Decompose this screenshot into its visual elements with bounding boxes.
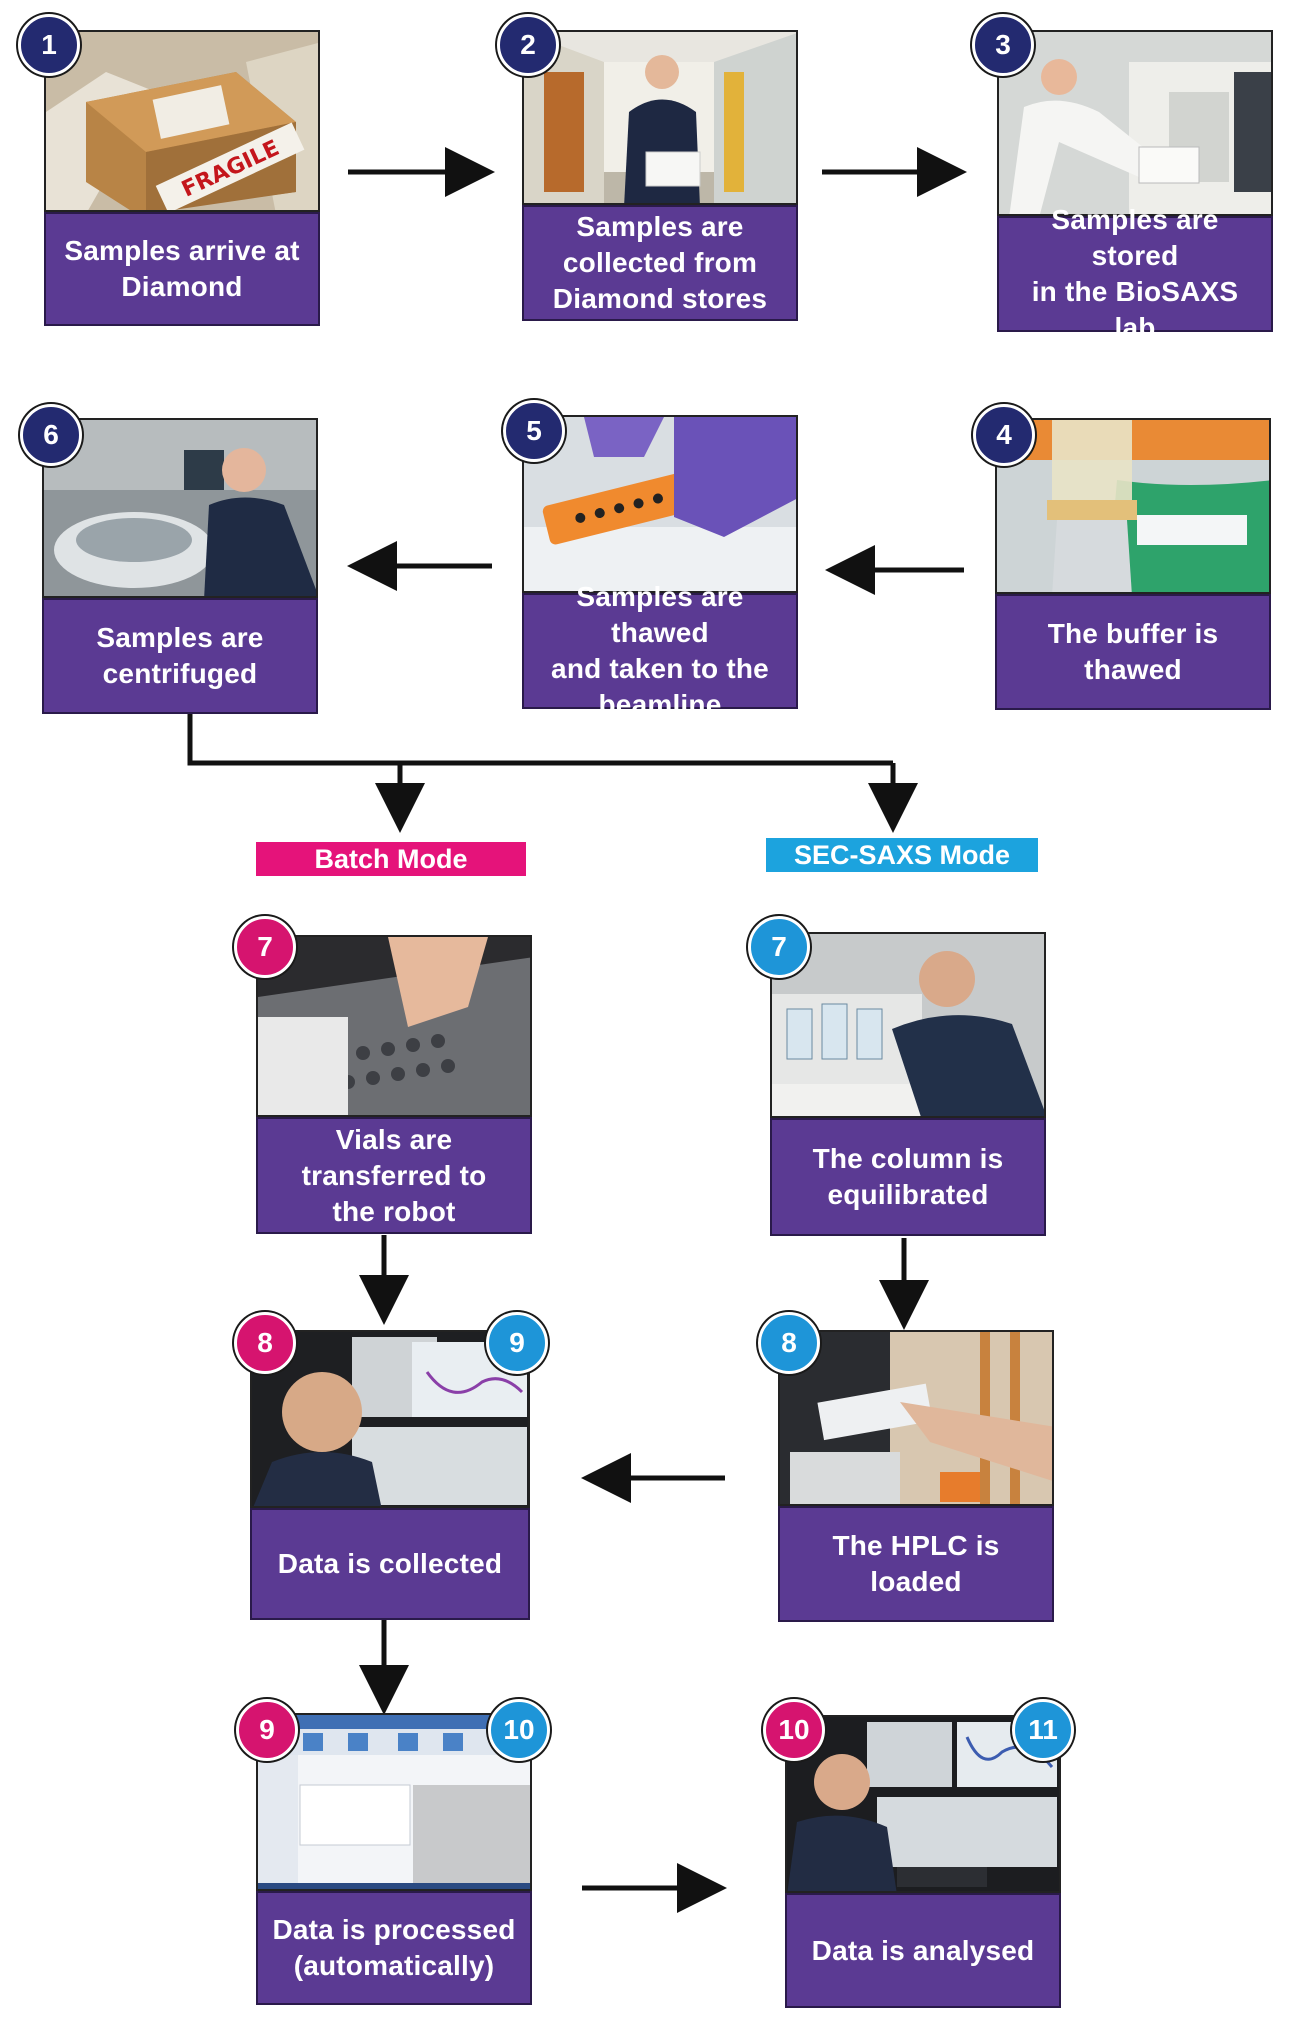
caption-step-4: The buffer is thawed: [995, 594, 1271, 710]
step-badge-sec-11: 11: [1012, 1699, 1074, 1761]
photo-samples-collected: [522, 30, 798, 205]
caption-step-2-text: Samples are collected from Diamond store…: [552, 211, 768, 314]
caption-sec-step-8-text: The HPLC is loaded: [832, 1530, 1000, 1597]
step-badge-batch-8: 8: [234, 1312, 296, 1374]
photo-data-collected: [250, 1330, 530, 1508]
step-badge-sec-8: 8: [758, 1312, 820, 1374]
step-badge-sec-9: 9: [486, 1312, 548, 1374]
photo-vials-transferred: [256, 935, 532, 1117]
caption-step-6-text: Samples are centrifuged: [96, 622, 264, 689]
photo-samples-centrifuged: [42, 418, 318, 598]
step-badge-4: 4: [973, 404, 1035, 466]
caption-step-2: Samples are collected from Diamond store…: [522, 205, 798, 321]
batch-mode-label-text: Batch Mode: [314, 843, 468, 874]
batch-mode-label: Batch Mode: [256, 842, 526, 876]
caption-step-4-text: The buffer is thawed: [1047, 618, 1219, 685]
photo-hplc-loaded: [778, 1330, 1054, 1506]
sec-saxs-mode-label: SEC-SAXS Mode: [766, 838, 1038, 872]
caption-batch-step-9: Data is processed (automatically): [256, 1891, 532, 2005]
caption-sec-step-7: The column is equilibrated: [770, 1118, 1046, 1236]
caption-step-1: Samples arrive at Diamond: [44, 212, 320, 326]
photo-samples-thawed: [522, 415, 798, 593]
step-badge-6: 6: [20, 404, 82, 466]
caption-step-3-text: Samples are stored in the BioSAXS lab: [1031, 204, 1239, 343]
caption-step-5-text: Samples are thawed and taken to the beam…: [551, 581, 769, 720]
step-badge-batch-10: 10: [763, 1699, 825, 1761]
step-badge-sec-10: 10: [488, 1699, 550, 1761]
caption-sec-step-8: The HPLC is loaded: [778, 1506, 1054, 1622]
caption-step-6: Samples are centrifuged: [42, 598, 318, 714]
caption-batch-step-9-text: Data is processed (automatically): [272, 1914, 516, 1981]
caption-step-5: Samples are thawed and taken to the beam…: [522, 581, 798, 720]
step-badge-sec-7: 7: [748, 916, 810, 978]
step-badge-batch-7: 7: [234, 916, 296, 978]
step-badge-2: 2: [497, 14, 559, 76]
caption-batch-step-7: Vials are transferred to the robot: [256, 1117, 532, 1234]
caption-batch-step-8-text: Data is collected: [277, 1548, 503, 1579]
step-badge-3: 3: [972, 14, 1034, 76]
branch-connector: [187, 712, 893, 766]
step-badge-batch-9: 9: [236, 1699, 298, 1761]
photo-data-analysed: [785, 1715, 1061, 1893]
sec-saxs-mode-label-text: SEC-SAXS Mode: [793, 839, 1011, 870]
caption-step-3: Samples are stored in the BioSAXS lab: [997, 204, 1273, 343]
caption-step-analysed-text: Data is analysed: [811, 1934, 1035, 1966]
caption-batch-step-8: Data is collected: [250, 1508, 530, 1620]
photo-samples-arriving: FRAGILE: [44, 30, 320, 212]
step-badge-1: 1: [18, 14, 80, 76]
photo-data-processed: [256, 1713, 532, 1891]
photo-buffer-thawed: [995, 418, 1271, 594]
caption-batch-step-7-text: Vials are transferred to the robot: [301, 1123, 487, 1227]
caption-sec-step-7-text: The column is equilibrated: [812, 1143, 1004, 1210]
caption-step-1-text: Samples arrive at Diamond: [64, 235, 300, 302]
step-badge-5: 5: [503, 400, 565, 462]
photo-column-equilibrated: [770, 932, 1046, 1118]
caption-step-analysed: Data is analysed: [785, 1893, 1061, 2008]
photo-samples-stored: [997, 30, 1273, 216]
